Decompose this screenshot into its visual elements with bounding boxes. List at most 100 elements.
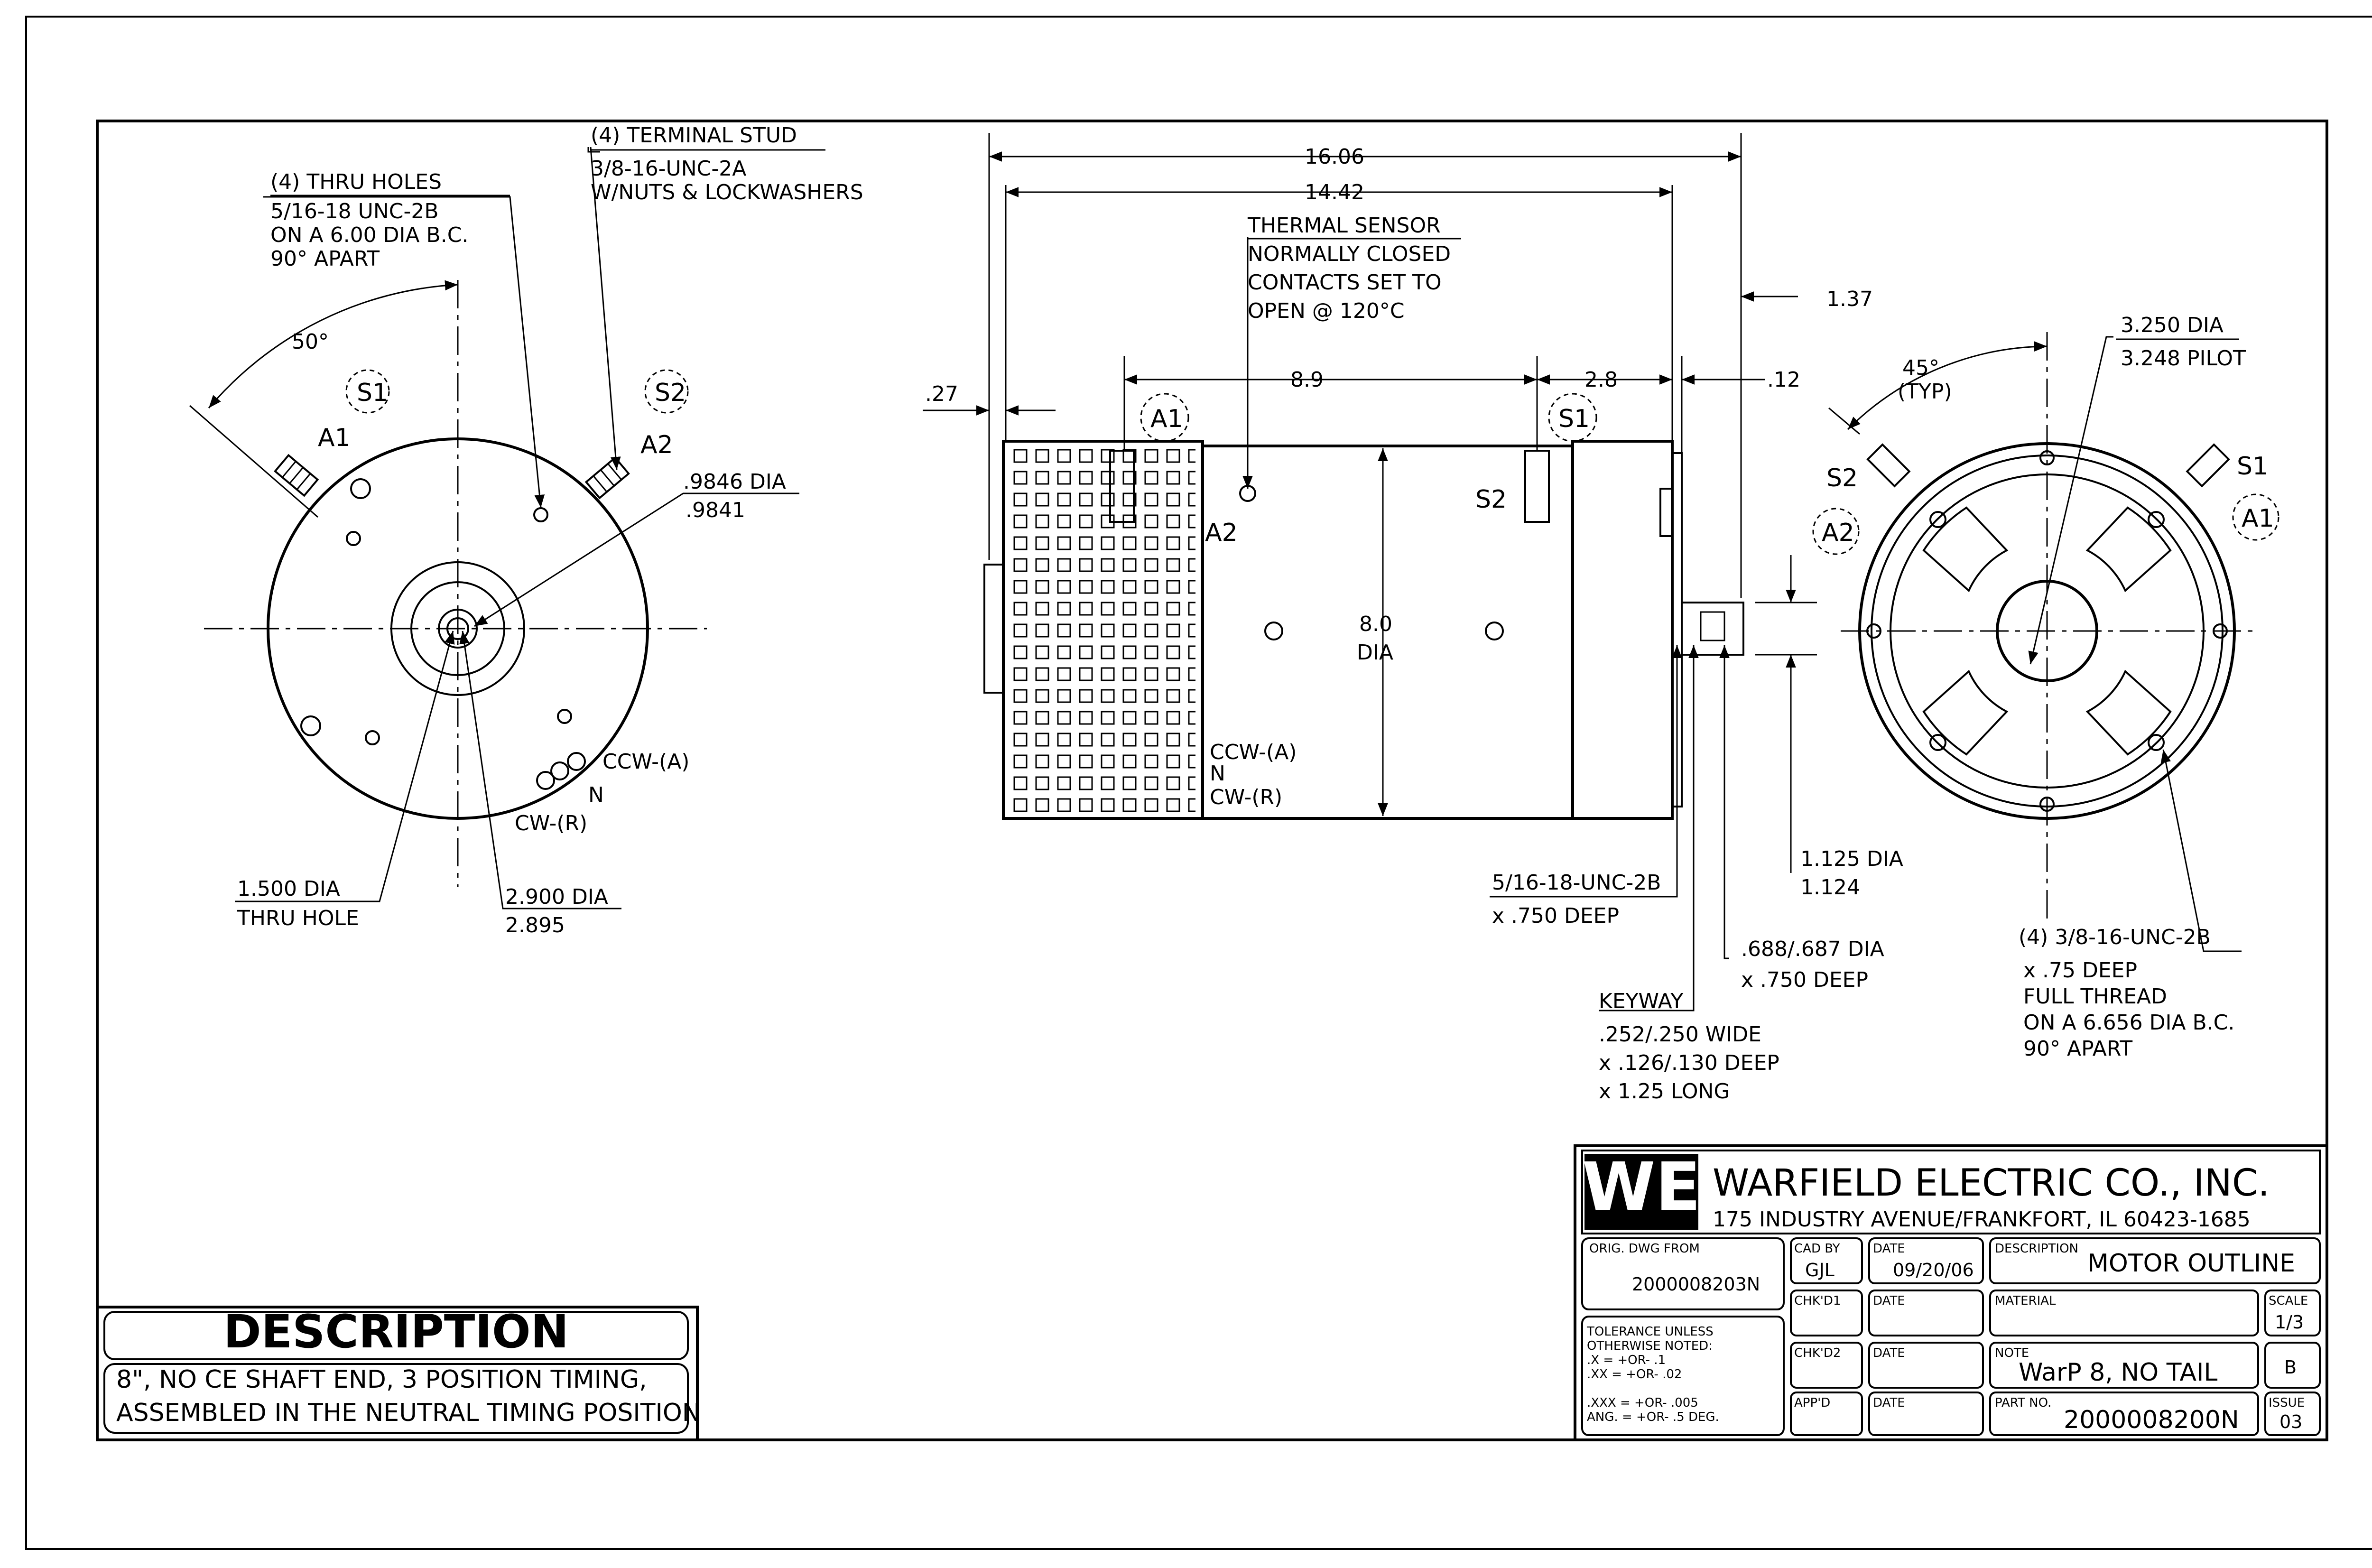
scale-value: 1/3 [2275,1312,2304,1333]
company-address: 175 INDUSTRY AVENUE/FRANKFORT, IL 60423-… [1713,1207,2251,1232]
issue-label: ISSUE [2269,1396,2305,1410]
right-angle-2: (TYP) [1898,380,1952,404]
terminal-stud-label: (4) TERMINAL STUD [591,123,797,148]
size-value: B [2284,1357,2297,1378]
keyway-line1: .252/.250 WIDE [1599,1022,1761,1047]
right-s2-label: S2 [1826,464,1858,492]
side-s2-label: S2 [1475,485,1507,514]
chkd1-label: CHK'D1 [1794,1294,1841,1308]
shaft-dia-2: 1.124 [1800,875,1860,900]
issue-value: 03 [2279,1411,2302,1432]
description-label: DESCRIPTION [1995,1242,2078,1256]
left-a1-label: A1 [318,424,351,452]
outer-border [25,16,2372,1550]
bore-dia-1: 2.900 DIA [505,885,608,909]
description-value: MOTOR OUTLINE [2087,1249,2295,1278]
left-s2-label: S2 [655,379,686,407]
left-n-label: N [588,783,604,807]
note-label: NOTE [1995,1346,2029,1360]
shaft-dia-1: 1.125 DIA [1800,847,1903,871]
side-n-label: N [1210,761,1225,786]
thermal-line4: OPEN @ 120°C [1248,299,1405,323]
dim-overall: 16.06 [1305,145,1364,169]
left-ccw-label: CCW-(A) [602,750,689,774]
inner-border [96,120,2328,1441]
tolerance-4: .XX = +OR- .02 [1587,1367,1682,1382]
body-dia-2: DIA [1357,640,1393,665]
side-a2-label: A2 [1205,519,1238,547]
dim-28: 2.8 [1584,368,1618,392]
left-cw-label: CW-(R) [515,811,587,835]
thermal-line1: THERMAL SENSOR [1247,213,1441,238]
right-holes-4: ON A 6.656 DIA B.C. [2023,1011,2234,1035]
left-a2-label: A2 [640,431,673,459]
thru-holes-line1: 5/16-18 UNC-2B [270,199,439,223]
angle-50: 50° [292,330,329,354]
note-value: WarP 8, NO TAIL [2019,1358,2217,1387]
terminal-stud-line2: W/NUTS & LOCKWASHERS [591,180,863,204]
bore-dia-2: 2.895 [505,913,565,937]
side-cw-label: CW-(R) [1210,785,1282,809]
right-end-view [1812,332,2279,952]
appd-label: APP'D [1794,1396,1830,1410]
keyway-line3: x 1.25 LONG [1599,1079,1730,1104]
right-s1-label: S1 [2237,452,2268,481]
tap-line1: 5/16-18-UNC-2B [1492,871,1661,895]
dim-89: 8.9 [1290,368,1324,392]
date-label-4: DATE [1873,1396,1905,1410]
thru-hole-dia-1: 1.500 DIA [237,877,340,901]
date-label-3: DATE [1873,1346,1905,1360]
right-holes-1: (4) 3/8-16-UNC-2B [2019,925,2211,949]
date-value: 09/20/06 [1893,1260,1974,1280]
dim-12: .12 [1767,368,1800,392]
right-holes-5: 90° APART [2023,1037,2132,1061]
right-holes-3: FULL THREAD [2023,984,2167,1009]
right-pilot-2: 3.248 PILOT [2121,346,2246,371]
terminal-stud-line1: 3/8-16-UNC-2A [591,157,746,181]
thru-hole-dia-2: THRU HOLE [237,906,359,930]
scale-label: SCALE [2269,1294,2308,1308]
keyway-line2: x .126/.130 DEEP [1599,1051,1779,1075]
cad-by-label: CAD BY [1794,1242,1840,1256]
tap-line2: x .750 DEEP [1492,904,1619,928]
left-s1-label: S1 [357,379,388,407]
cad-by-value: GJL [1805,1260,1835,1280]
date-label-2: DATE [1873,1294,1905,1308]
title-block [1574,1144,2328,1441]
part-no-value: 2000008200N [2064,1406,2239,1434]
thermal-line2: NORMALLY CLOSED [1248,242,1451,266]
description-line1: 8", NO CE SHAFT END, 3 POSITION TIMING, [116,1365,647,1394]
tap2-line1: .688/.687 DIA [1741,937,1884,961]
tolerance-3: .X = +OR- .1 [1587,1353,1666,1367]
side-ccw-label: CCW-(A) [1210,740,1297,764]
tolerance-1: TOLERANCE UNLESS [1586,1325,1714,1339]
tolerance-2: OTHERWISE NOTED: [1587,1339,1713,1353]
right-pilot-1: 3.250 DIA [2121,313,2224,337]
company-logo: WE [1582,1149,1701,1226]
date-label-1: DATE [1873,1242,1905,1256]
thermal-line3: CONTACTS SET TO [1248,270,1442,295]
pilot-dia-1: .9846 DIA [683,470,786,494]
tap2-line2: x .750 DEEP [1741,968,1868,992]
chkd2-label: CHK'D2 [1794,1346,1841,1360]
description-box [96,1306,699,1441]
description-line2: ASSEMBLED IN THE NEUTRAL TIMING POSITION [116,1399,701,1427]
tolerance-6: ANG. = +OR- .5 DEG. [1587,1410,1719,1424]
company-name: WARFIELD ELECTRIC CO., INC. [1713,1162,2270,1205]
side-s1-label: S1 [1558,405,1590,433]
pilot-dia-2: .9841 [686,498,745,522]
right-holes-2: x .75 DEEP [2023,958,2137,983]
body-dia-1: 8.0 [1359,612,1392,636]
thru-holes-line3: 90° APART [270,247,380,271]
right-a1-label: A1 [2242,504,2274,533]
left-end-view [189,147,799,909]
part-no-label: PART NO. [1995,1396,2051,1410]
orig-dwg-label: ORIG. DWG FROM [1589,1242,1700,1256]
right-angle-1: 45° [1902,356,1939,380]
thru-holes-label: (4) THRU HOLES [270,170,442,194]
thru-holes-line2: ON A 6.00 DIA B.C. [270,223,468,247]
keyway-title: KEYWAY [1599,989,1683,1013]
right-a2-label: A2 [1822,519,1854,547]
